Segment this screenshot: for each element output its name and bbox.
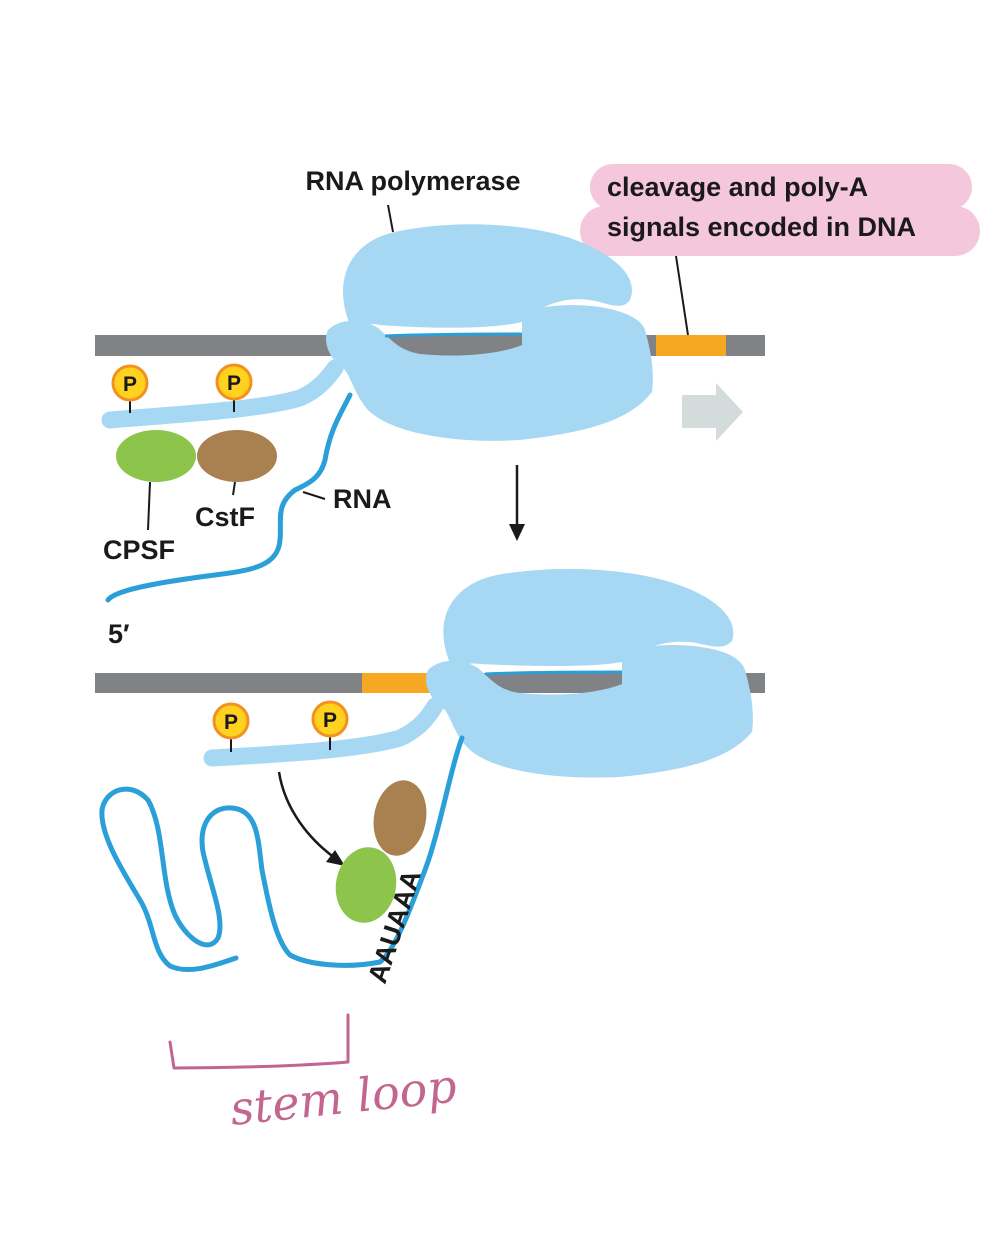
signal-segment-bottom <box>362 673 430 693</box>
cstf-protein <box>197 430 277 482</box>
signal-label-line2: signals encoded in DNA <box>607 212 916 242</box>
rna-in-polymerase-top <box>384 332 523 338</box>
ctd-tail-bottom <box>203 697 444 767</box>
svg-text:P: P <box>123 373 137 396</box>
svg-text:P: P <box>323 709 337 732</box>
rna-label: RNA <box>333 484 392 514</box>
ctd-tail-top <box>101 359 344 429</box>
phosphate-icon: P <box>212 702 250 740</box>
recruitment-arrow-icon <box>277 771 336 860</box>
rna-strand-bottom <box>99 735 465 972</box>
step-arrow-icon <box>509 465 525 541</box>
stem-loop-note: stem loop <box>228 1058 460 1135</box>
stem-loop-bracket <box>168 1013 350 1070</box>
cpsf-protein <box>116 430 196 482</box>
svg-text:P: P <box>224 711 238 734</box>
phosphate-icon: P <box>215 363 253 401</box>
handwritten-annotation: stem loop <box>168 1013 460 1136</box>
signal-segment-top <box>656 335 726 356</box>
rna-polymerase-label: RNA polymerase <box>305 166 520 196</box>
rna-in-polymerase-bottom <box>484 670 623 676</box>
cpsf-label: CPSF <box>103 535 175 565</box>
phosphate-icon: P <box>111 364 149 402</box>
rna-strand-top <box>105 392 353 603</box>
signal-label-highlight-2 <box>580 206 980 256</box>
rna-polymerase-top <box>325 224 653 441</box>
transcription-direction-icon <box>682 383 743 441</box>
svg-text:P: P <box>227 372 241 395</box>
cstf-label: CstF <box>195 502 255 532</box>
top-panel: P P RNA polymerase cleavage and poly-A s… <box>95 164 980 649</box>
cpsf-protein <box>335 847 397 923</box>
rna-polymerase-bottom <box>425 568 753 778</box>
signal-label-line1: cleavage and poly-A <box>607 172 868 202</box>
signal-label-highlight-1 <box>590 164 972 210</box>
cstf-protein <box>373 780 427 856</box>
bottom-panel: P P AAUAAA <box>95 568 765 987</box>
phosphate-icon: P <box>311 700 349 738</box>
five-prime-label: 5′ <box>108 619 130 649</box>
